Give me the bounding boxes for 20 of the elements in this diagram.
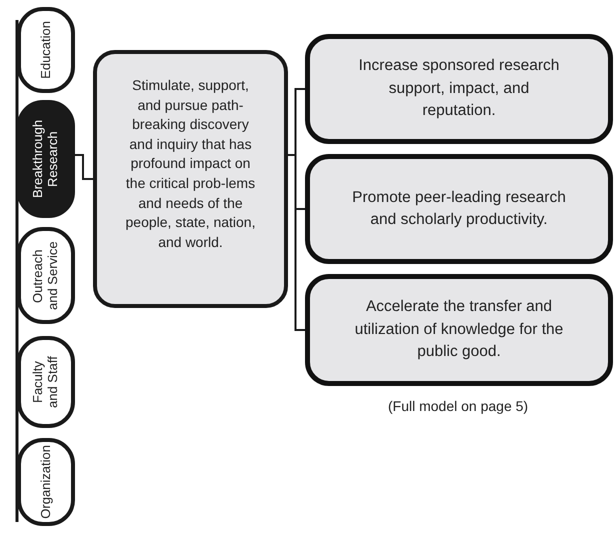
- goal-text: Increase sponsored research support, impact, and reputation.: [358, 56, 560, 122]
- note-text: (Full model on page 5): [388, 398, 528, 414]
- tab-box: [17, 438, 75, 526]
- tab-label: Education: [38, 21, 54, 79]
- tab-label: Breakthrough Research: [31, 119, 61, 199]
- tab-label: Outreach and Service: [31, 240, 61, 312]
- tab-box: [17, 227, 75, 324]
- mission-text: Stimulate, support, and pursue path-breaking discovery and inquiry that has profound impact on the critical prob-lems and needs of the people, state, nation, and world.: [124, 76, 256, 252]
- goal-box: [305, 154, 613, 264]
- connector-line: [75, 154, 93, 180]
- tab-box: [17, 336, 75, 428]
- goal-text: Promote peer-leading research and scholarly productivity.: [351, 188, 567, 230]
- goal-box: [305, 34, 613, 144]
- active-tab-box: [17, 100, 75, 218]
- tab-label: Faculty and Staff: [31, 355, 61, 410]
- tab-label: Organization: [38, 445, 54, 519]
- tab-box: [17, 7, 75, 93]
- goal-text: Accelerate the transfer and utilization of knowledge for the public good.: [354, 297, 564, 362]
- goal-box: [305, 274, 613, 386]
- mission-box: [93, 50, 288, 308]
